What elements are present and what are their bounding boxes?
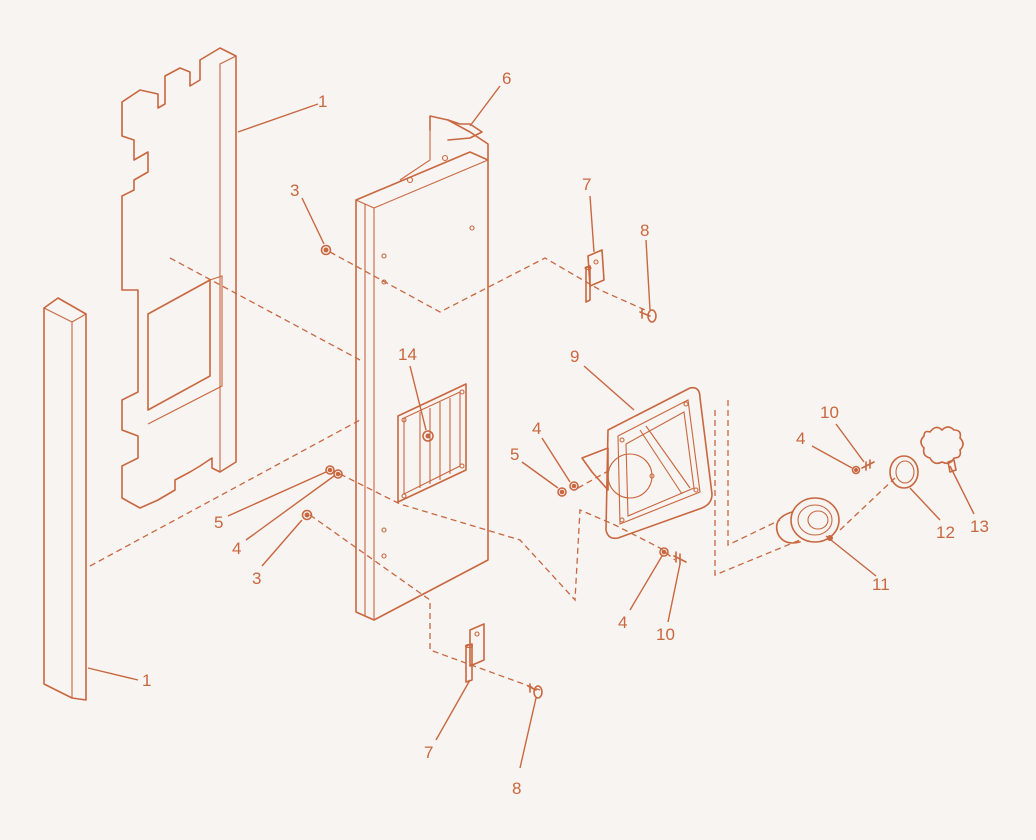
callout-3-top: 3 bbox=[290, 181, 299, 200]
callout-12: 12 bbox=[936, 523, 955, 542]
callout-5-left: 5 bbox=[214, 513, 223, 532]
callout-7-bottom: 7 bbox=[424, 743, 433, 762]
callout-5-mid: 5 bbox=[510, 445, 519, 464]
part-1-back-panel bbox=[121, 47, 237, 509]
callout-13: 13 bbox=[970, 517, 989, 536]
part-9-window-frame bbox=[581, 386, 713, 540]
callout-10-bottom: 10 bbox=[656, 625, 675, 644]
part-7-hinge-upper bbox=[584, 249, 605, 303]
callout-1-bottom: 1 bbox=[142, 671, 151, 690]
callout-7-top: 7 bbox=[582, 175, 591, 194]
callout-4-left: 4 bbox=[232, 539, 241, 558]
callout-8-top: 8 bbox=[640, 221, 649, 240]
part-11-lamp-socket bbox=[775, 497, 840, 544]
callout-9: 9 bbox=[570, 347, 579, 366]
part-6-door-panel bbox=[355, 115, 489, 621]
part-4-5-washers bbox=[325, 465, 861, 557]
callout-4-mid: 4 bbox=[532, 419, 541, 438]
callout-4-bottom: 4 bbox=[618, 613, 627, 632]
callout-labels: 1 1 3 3 4 4 4 4 5 5 6 7 7 8 8 9 10 10 11… bbox=[142, 69, 989, 798]
callout-10-right: 10 bbox=[820, 403, 839, 422]
callout-14: 14 bbox=[398, 345, 417, 364]
part-14-screw bbox=[422, 430, 434, 442]
callout-1-top: 1 bbox=[318, 92, 327, 111]
callout-11: 11 bbox=[872, 575, 890, 594]
part-1-side-strip bbox=[43, 297, 87, 701]
part-8-rivets bbox=[527, 308, 657, 699]
part-13-knob bbox=[920, 426, 964, 473]
callout-8-bottom: 8 bbox=[512, 779, 521, 798]
part-12-lens-ring bbox=[889, 455, 919, 489]
part-7-hinge-lower bbox=[464, 623, 485, 683]
leader-lines bbox=[87, 85, 975, 769]
callout-3-bottom: 3 bbox=[252, 569, 261, 588]
part-3-bolts bbox=[301, 244, 332, 521]
callout-6: 6 bbox=[502, 69, 511, 88]
part-10-screws bbox=[673, 459, 875, 565]
assembly-lines bbox=[89, 251, 896, 691]
callout-4-right: 4 bbox=[796, 429, 805, 448]
